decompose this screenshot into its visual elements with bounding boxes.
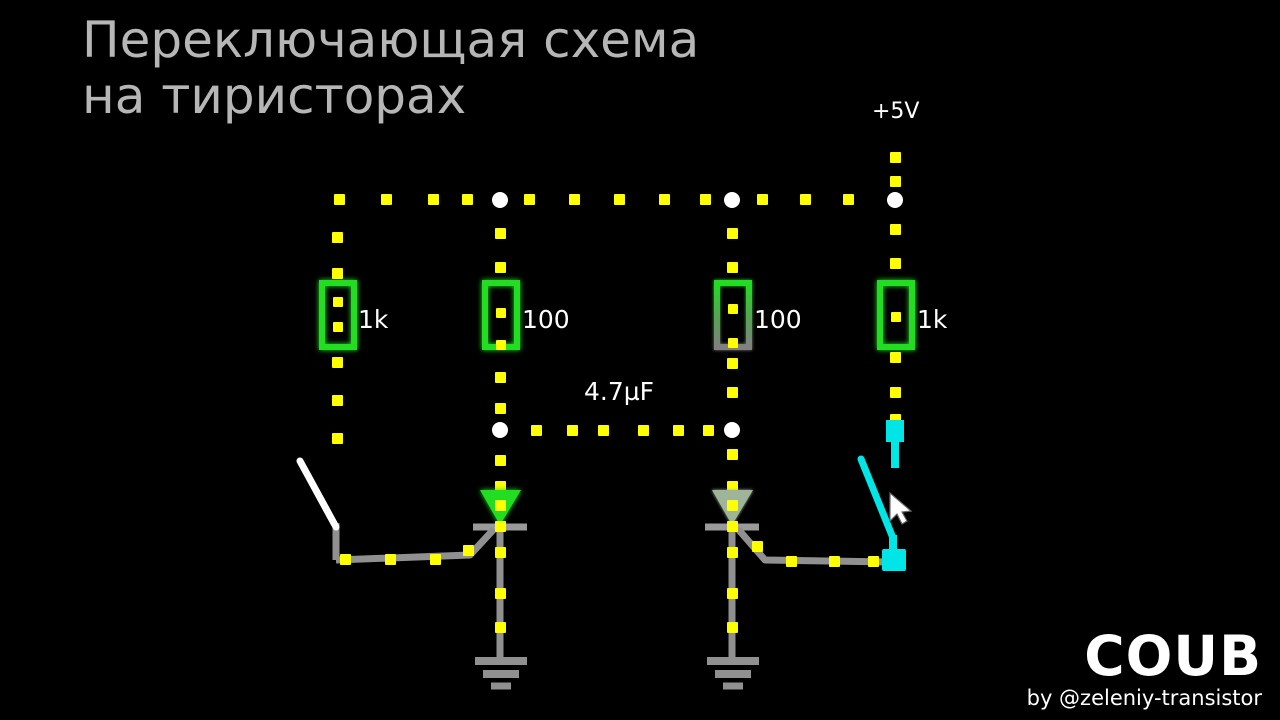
r3-current-dots [727, 228, 738, 492]
capacitor-branch[interactable]: 4.7µF [500, 377, 733, 460]
ground-gnd2 [707, 657, 759, 690]
t2-current-dots [727, 500, 879, 633]
branch-r3[interactable]: 100 [714, 200, 802, 500]
supply-voltage-label: +5V [872, 99, 919, 124]
resistor-r1[interactable] [319, 280, 357, 350]
thyristor-t2[interactable] [705, 490, 894, 660]
capacitor-c1-label: 4.7µF [584, 377, 654, 406]
coub-logo: COUB [1084, 623, 1262, 688]
r1-current-dots [332, 232, 343, 444]
mouse-cursor [889, 491, 913, 525]
rail-current-dots [334, 152, 901, 205]
r2-current-dots [495, 228, 506, 492]
author-byline: by @zeleniy-transistor [1026, 685, 1262, 710]
capacitor-c1[interactable] [604, 400, 634, 460]
resistor-r1-label: 1k [358, 305, 389, 334]
page-title: Переключающая схема на тиристорах [82, 11, 700, 125]
thyristor-t1[interactable] [335, 490, 527, 660]
switch-sw2[interactable] [857, 420, 906, 571]
resistor-r4-label: 1k [917, 305, 948, 334]
resistor-r3[interactable] [714, 280, 752, 350]
branch-r1[interactable]: 1k [319, 200, 389, 466]
branch-r4[interactable]: 1k [877, 200, 948, 425]
t1-current-dots [340, 500, 506, 633]
resistor-r3-label: 100 [754, 305, 802, 334]
resistor-r4[interactable] [877, 280, 915, 350]
switch-sw1[interactable] [296, 457, 340, 560]
branch-r2[interactable]: 100 [482, 200, 570, 495]
capacitor-current-dots [531, 425, 714, 436]
resistor-r2-label: 100 [522, 305, 570, 334]
supply-rail[interactable] [335, 138, 899, 204]
ground-gnd1 [475, 657, 527, 690]
junction-nodes [492, 192, 903, 438]
brand-watermark: COUB by @zeleniy-transistor [1026, 623, 1262, 712]
